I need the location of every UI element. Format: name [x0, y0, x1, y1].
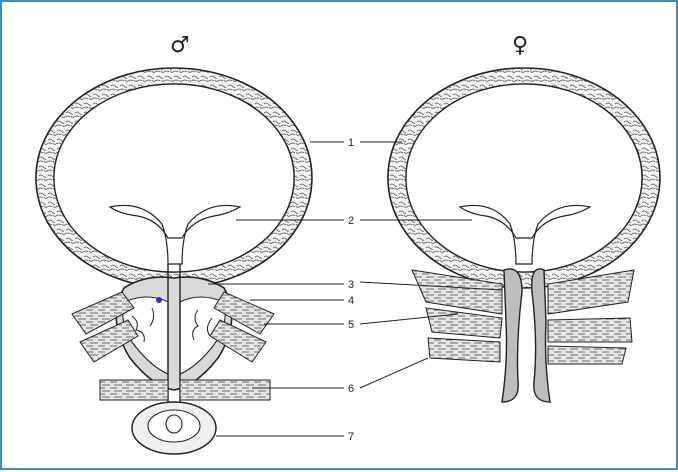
blue-dot [156, 297, 162, 303]
female-bladder [388, 68, 660, 288]
label-2: 2 [348, 215, 354, 227]
label-6: 6 [348, 383, 354, 395]
label-4: 4 [348, 295, 354, 307]
female-urethra [502, 269, 550, 402]
label-1: 1 [348, 137, 354, 149]
label-7: 7 [348, 431, 354, 443]
label-5: 5 [348, 319, 354, 331]
male-bladder [36, 68, 312, 288]
male-bulb [132, 402, 216, 454]
female-symbol: ♀ [512, 33, 528, 58]
label-3: 3 [348, 279, 354, 291]
male-symbol: ♂ [170, 33, 190, 58]
